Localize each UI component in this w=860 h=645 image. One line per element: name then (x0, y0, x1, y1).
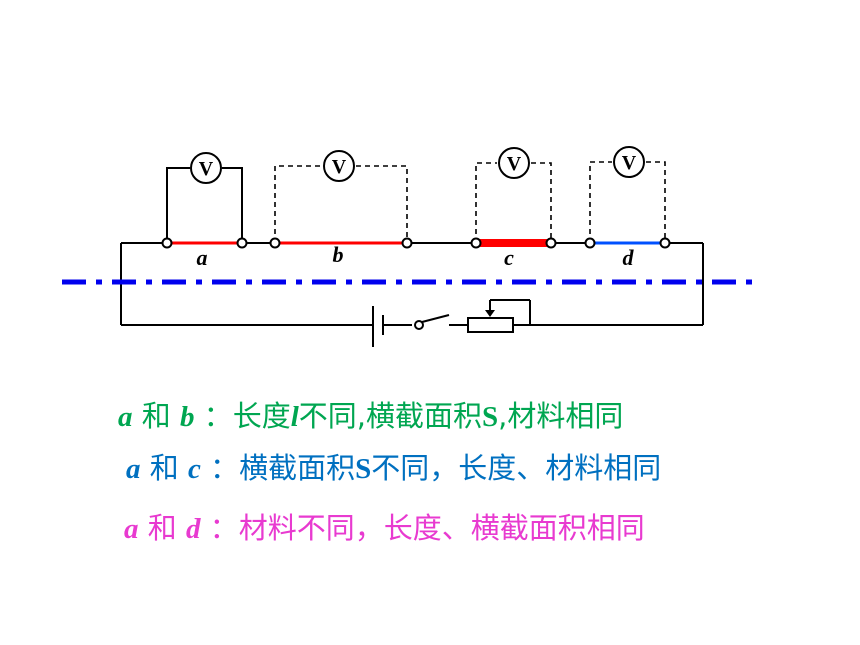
battery-symbol (372, 306, 384, 347)
caption-a-c: a 和 c ：横截面积S不同，长度、材料相同 (126, 445, 661, 487)
caption-a-b-symbol-s: S (481, 401, 499, 433)
caption-a-c-symbol-s: S (355, 453, 372, 485)
rheostat-symbol (467, 299, 531, 333)
caption-a-d-text1: 材料不同，长度、横截面积相同 (238, 511, 645, 545)
voltmeter-b: V (323, 150, 355, 182)
caption-a-b-text1: 长度 (232, 399, 291, 433)
voltmeter-symbol: V (199, 158, 214, 180)
caption-a-c-text2: 不同，长度、材料相同 (371, 451, 662, 485)
voltmeter-a-leads (166, 167, 243, 243)
caption-a-b: a 和 b ：长度l不同,横截面积S,材料相同 (118, 393, 623, 435)
caption-a-d: a 和 d ：材料不同，长度、横截面积相同 (124, 505, 645, 547)
segment-b-label: b (333, 242, 344, 267)
segment-c-label: c (504, 245, 514, 270)
caption-a-b-colon: ： (203, 399, 233, 433)
caption-a-c-second: c (187, 453, 201, 485)
switch-symbol (414, 314, 450, 330)
caption-a-c-first: a (126, 453, 141, 485)
voltmeter-c: V (498, 147, 530, 179)
segment-a-label: a (197, 245, 208, 270)
caption-a-b-text3: ,材料相同 (498, 399, 624, 433)
caption-a-c-and: 和 (149, 451, 179, 485)
caption-a-c-colon: ： (210, 451, 240, 485)
voltmeter-c-leads (475, 162, 552, 243)
terminals (161, 237, 671, 249)
caption-a-b-and: 和 (141, 399, 171, 433)
circuit-diagram: V V V V a b c d (62, 146, 752, 347)
caption-a-b-text2: 不同,横截面积 (298, 399, 482, 433)
segment-d-label: d (623, 245, 635, 270)
voltmeter-d-leads (589, 161, 666, 243)
caption-a-b-first: a (118, 401, 133, 433)
voltmeter-a: V (190, 152, 222, 184)
caption-a-d-second: d (185, 513, 201, 545)
voltmeter-b-leads (274, 165, 408, 243)
caption-a-d-first: a (124, 513, 139, 545)
caption-a-b-second: b (179, 401, 195, 433)
voltmeter-symbol: V (622, 152, 637, 174)
caption-a-d-and: 和 (147, 511, 177, 545)
voltmeter-d: V (613, 146, 645, 178)
voltmeter-symbol: V (332, 156, 347, 178)
voltmeter-symbol: V (507, 153, 522, 175)
caption-a-d-colon: ： (209, 511, 239, 545)
caption-a-b-symbol-l: l (290, 401, 299, 433)
caption-a-c-text1: 横截面积 (239, 451, 356, 485)
